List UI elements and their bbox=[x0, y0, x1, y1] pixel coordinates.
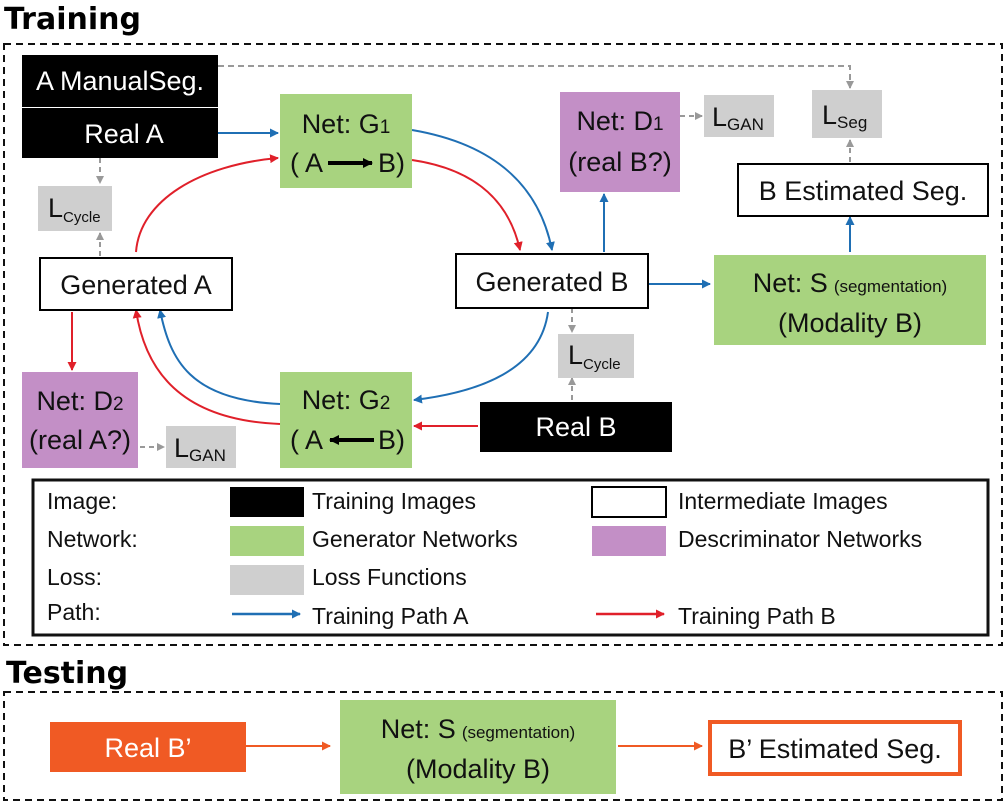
real-a-box bbox=[22, 108, 218, 158]
testing-title: Testing bbox=[6, 656, 128, 691]
legend-training-images: Training Images bbox=[312, 488, 476, 514]
net-d2-title: Net: D2 bbox=[36, 386, 123, 416]
arrow-g1-to-generatedb bbox=[411, 129, 555, 251]
legend-intermediate-images: Intermediate Images bbox=[678, 488, 888, 514]
training-frame bbox=[3, 43, 1003, 646]
net-g1-title: Net: G1 bbox=[302, 109, 391, 139]
legend-swatch-training-images bbox=[230, 487, 304, 517]
net-g2-title: Net: G2 bbox=[302, 385, 391, 415]
net-d1-title: Net: D1 bbox=[576, 106, 663, 136]
real-a-label: Real A bbox=[84, 119, 164, 149]
legend-label-path: Path: bbox=[47, 599, 101, 625]
testing-net-s-subtitle: (Modality B) bbox=[406, 754, 550, 784]
net-g1-right: B) bbox=[378, 148, 405, 178]
net-s-box bbox=[714, 255, 986, 345]
real-b-box bbox=[480, 402, 672, 452]
legend-generator-networks: Generator Networks bbox=[312, 526, 518, 552]
testing-net-s-title: Net: S(segmentation) bbox=[381, 714, 575, 744]
arrow-generateda-to-g1 bbox=[135, 154, 279, 253]
net-g2-left: ( A bbox=[290, 425, 323, 455]
real-b-prime-box bbox=[50, 722, 246, 772]
arrow-generatedb-to-g2 bbox=[413, 311, 549, 404]
legend-label-loss: Loss: bbox=[47, 564, 102, 590]
arrow-manualseg-to-lseg bbox=[218, 65, 854, 89]
l-cycle-a-box bbox=[38, 186, 112, 231]
legend-training-path-a: Training Path A bbox=[312, 603, 469, 629]
generated-a-box bbox=[39, 257, 233, 311]
l-cycle-b-box bbox=[558, 334, 634, 378]
net-g2-box bbox=[280, 372, 412, 468]
legend-swatch-loss bbox=[230, 565, 304, 595]
net-s-subtitle: (Modality B) bbox=[778, 308, 922, 338]
testing-net-s-box bbox=[340, 700, 616, 794]
net-d1-subtitle: (real B?) bbox=[568, 147, 672, 177]
net-g1-left: ( A bbox=[290, 148, 323, 178]
net-d2-box bbox=[22, 372, 138, 468]
l-seg-label: LSeg bbox=[822, 100, 867, 132]
legend-discriminator-networks: Descriminator Networks bbox=[678, 526, 922, 552]
arrow-g2-to-generateda bbox=[157, 309, 281, 405]
testing-frame bbox=[3, 691, 1003, 801]
generated-b-label: Generated B bbox=[475, 267, 628, 297]
b-prime-estimated-seg-box bbox=[708, 720, 962, 776]
net-g1-box bbox=[280, 94, 412, 188]
l-gan-1-label: LGAN bbox=[712, 102, 764, 134]
net-d1-box bbox=[560, 92, 680, 192]
training-title: Training bbox=[4, 2, 141, 37]
arrow-g2red-to-generateda bbox=[132, 309, 281, 425]
legend-loss-functions: Loss Functions bbox=[312, 564, 467, 590]
l-seg-box bbox=[812, 90, 882, 138]
legend-swatch-intermediate-images bbox=[591, 486, 667, 518]
arrow-g1red-to-generatedb bbox=[411, 159, 523, 251]
legend-label-image: Image: bbox=[47, 488, 117, 514]
legend-label-network: Network: bbox=[47, 526, 138, 552]
legend-training-path-b: Training Path B bbox=[678, 603, 836, 629]
a-manualseg-box bbox=[22, 55, 218, 107]
l-gan-1-box bbox=[704, 95, 774, 137]
b-estimated-seg-box bbox=[737, 163, 989, 217]
l-cycle-a-label: LCycle bbox=[48, 193, 101, 226]
b-estimated-seg-label: B Estimated Seg. bbox=[759, 176, 968, 206]
legend-box bbox=[31, 478, 990, 637]
net-g2-right: B) bbox=[378, 425, 405, 455]
b-prime-estimated-seg-label: B’ Estimated Seg. bbox=[728, 734, 942, 764]
legend-swatch-generator bbox=[230, 526, 304, 556]
legend-swatch-discriminator bbox=[592, 526, 666, 556]
l-cycle-b-label: LCycle bbox=[568, 340, 621, 373]
l-gan-2-box bbox=[166, 426, 236, 468]
l-gan-2-label: LGAN bbox=[174, 433, 226, 465]
real-b-label: Real B bbox=[535, 412, 616, 442]
generated-a-label: Generated A bbox=[60, 270, 212, 300]
real-b-prime-label: Real B’ bbox=[104, 733, 191, 763]
a-manualseg-label: A ManualSeg. bbox=[36, 66, 204, 96]
net-d2-subtitle: (real A?) bbox=[29, 425, 131, 455]
generated-b-box bbox=[455, 253, 649, 309]
net-s-title: Net: S(segmentation) bbox=[753, 268, 947, 298]
